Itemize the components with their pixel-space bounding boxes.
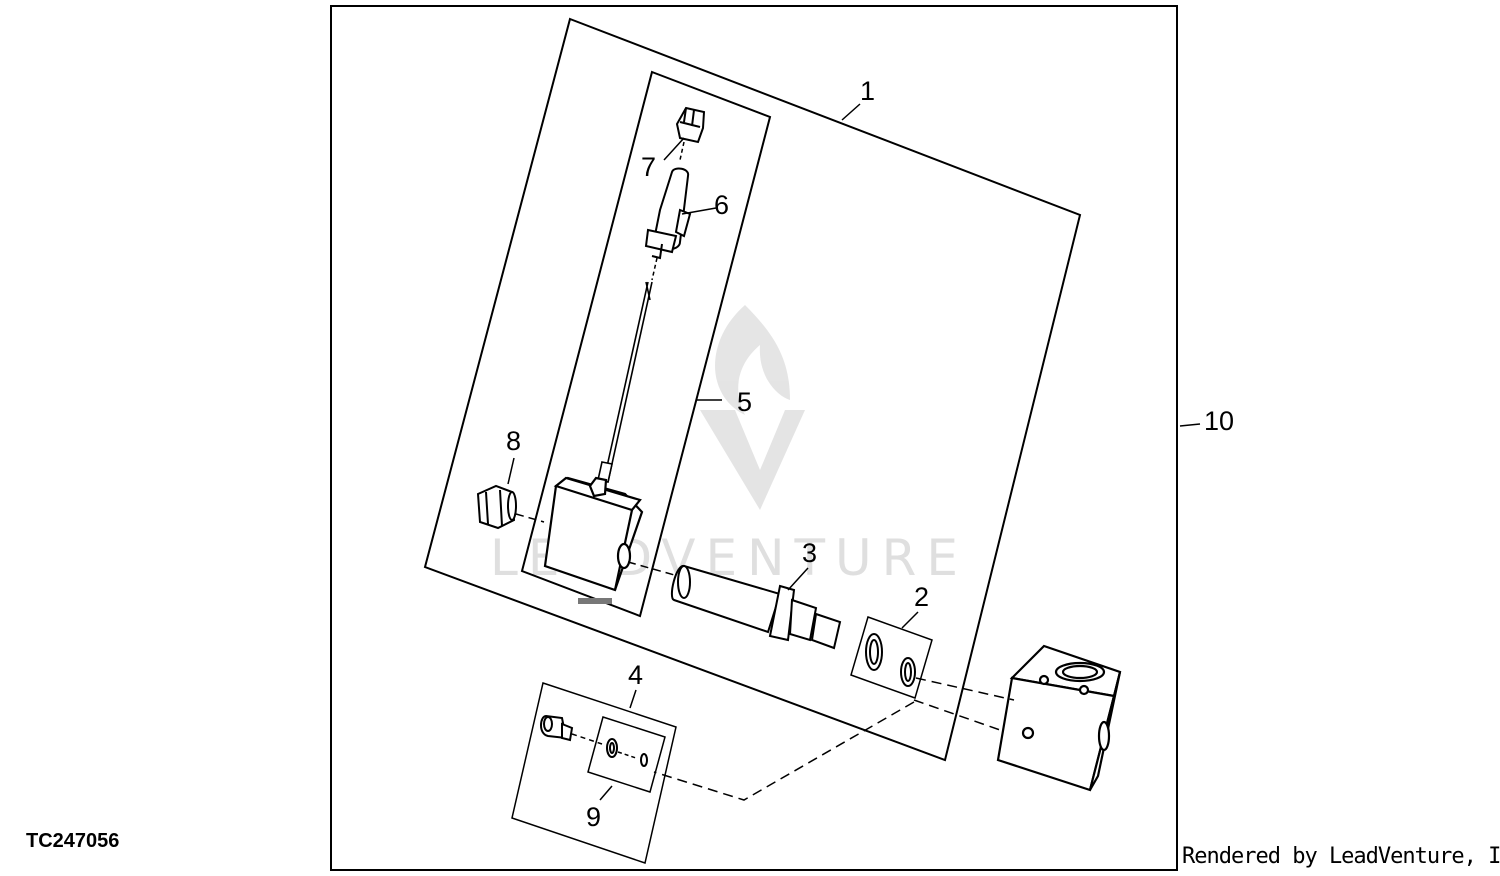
callout-3: 3 [802,538,817,568]
seal-ring-2a [865,633,883,671]
callout-4: 4 [628,660,643,690]
assembly-lines [653,677,1015,801]
seal-ring-2b [900,657,916,687]
connector-tip-7 [675,106,706,144]
callout-8: 8 [506,426,521,456]
seal-ring-9b [640,753,648,767]
leader-lines [507,103,1201,801]
coil-label-strip [578,598,612,604]
coil-wires [597,281,653,483]
callout-2: 2 [914,582,929,612]
callout-9: 9 [586,802,601,832]
outer-frame [330,5,1178,871]
seal-kit-frame-2 [850,616,933,699]
callout-7: 7 [641,152,656,182]
kit-frame-1 [423,17,1082,762]
callout-5: 5 [737,387,752,417]
plug-4 [540,714,574,742]
valve-block-10 [996,644,1122,792]
seal-kit-frame-9 [587,716,666,793]
kit-frame-4 [511,682,677,864]
render-credit: Rendered by LeadVenture, Inc. [1182,844,1500,869]
callout-6: 6 [714,190,729,220]
figure-id: TC247056 [26,830,120,852]
connector-housing-6 [644,167,692,260]
nut-8 [476,484,517,530]
callout-10: 10 [1204,406,1234,436]
solenoid-coil-5 [543,476,644,592]
valve-stem-3 [670,565,842,650]
callout-1: 1 [860,76,875,106]
kit-frame-5 [520,70,772,618]
seal-ring-9a [606,738,618,758]
